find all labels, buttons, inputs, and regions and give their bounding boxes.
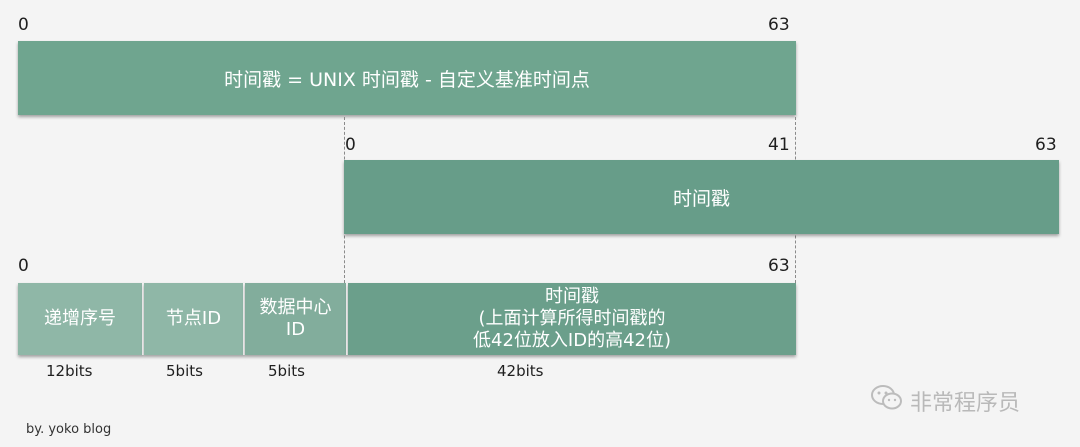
bits-sequence: 12bits	[46, 362, 93, 380]
row2-start-index: 0	[345, 135, 356, 155]
watermark-text: 非常程序员	[910, 391, 1021, 416]
segment-timestamp-label-line1: 时间戳	[545, 286, 599, 307]
row2-mid-index: 41	[768, 135, 790, 155]
segment-datacenter-label-line1: 数据中心	[259, 297, 332, 318]
segment-datacenter-id: 数据中心 ID	[245, 283, 348, 355]
row2-end-index: 63	[1035, 135, 1057, 155]
row1-end-index: 63	[768, 15, 790, 35]
row1-label: 时间戳 = UNIX 时间戳 - 自定义基准时间点	[224, 68, 590, 91]
segment-sequence: 递增序号	[18, 283, 144, 355]
watermark: 非常程序员	[870, 383, 1020, 419]
row1-timestamp-formula-bar: 时间戳 = UNIX 时间戳 - 自定义基准时间点	[18, 41, 796, 115]
segment-datacenter-label-line2: ID	[285, 319, 306, 340]
segment-node-id: 节点ID	[144, 283, 245, 355]
bits-node-id: 5bits	[166, 362, 203, 380]
bits-timestamp: 42bits	[497, 362, 544, 380]
row1-start-index: 0	[18, 15, 29, 35]
row2-timestamp-bar: 时间戳	[344, 160, 1059, 234]
row3-end-index: 63	[768, 256, 790, 276]
segment-sequence-label: 递增序号	[44, 308, 116, 329]
credit-text: by. yoko blog	[26, 422, 112, 437]
segment-timestamp-label-line3: 低42位放入ID的高42位)	[473, 330, 671, 351]
row2-label: 时间戳	[672, 187, 730, 210]
bits-datacenter-id: 5bits	[268, 362, 305, 380]
segment-node-id-label: 节点ID	[165, 308, 222, 329]
segment-timestamp-label-line2: (上面计算所得时间戳的	[478, 308, 666, 329]
segment-timestamp: 时间戳 (上面计算所得时间戳的 低42位放入ID的高42位)	[348, 283, 796, 355]
wechat-icon	[870, 383, 904, 419]
row3-start-index: 0	[18, 256, 29, 276]
